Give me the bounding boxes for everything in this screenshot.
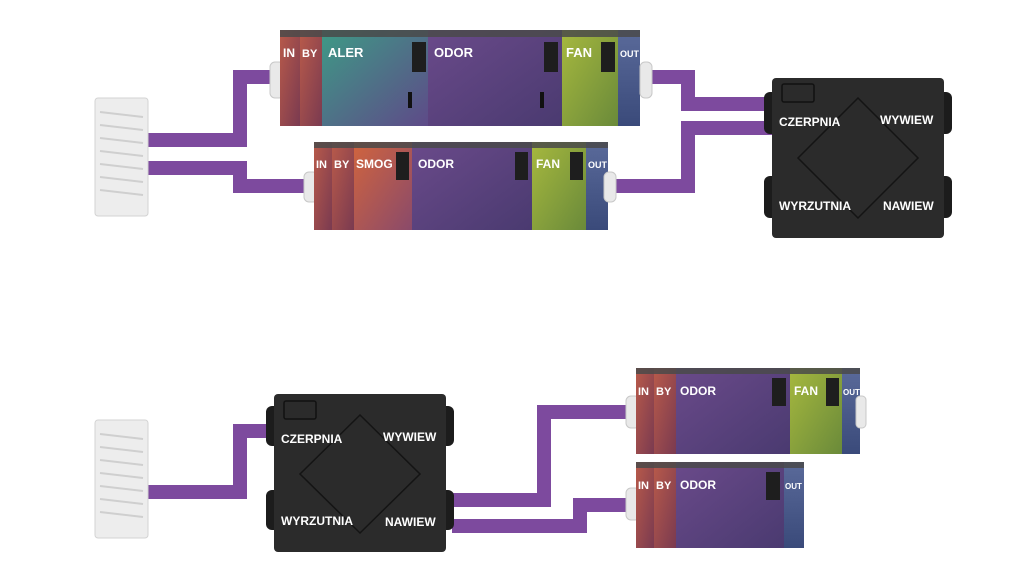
- nawiew-label: NAWIEW: [385, 515, 436, 529]
- module-by-label: BY: [302, 48, 318, 60]
- module-by: [654, 462, 676, 548]
- module-by-label: BY: [334, 159, 350, 171]
- module-aler: [322, 30, 428, 126]
- top-wall-grille: [94, 97, 149, 217]
- module-out: [784, 462, 804, 548]
- module-out-label: OUT: [620, 49, 640, 59]
- module-smog-label: SMOG: [356, 157, 393, 171]
- module-odor-label: ODOR: [680, 384, 716, 398]
- module-in: [314, 142, 332, 230]
- module-by: [332, 142, 354, 230]
- duct-grille-to-line-a: [148, 70, 284, 147]
- module-in: [636, 462, 654, 548]
- module-out: [618, 30, 640, 126]
- bottom-line-b: IN BY ODOR OUT: [625, 462, 804, 548]
- module-in: [636, 368, 654, 454]
- duct-line-b-to-czerpnia: [612, 121, 772, 193]
- module-odor-label: ODOR: [418, 157, 454, 171]
- module-odor-label: ODOR: [680, 478, 716, 492]
- top-line-a: IN BY ALER ODOR FAN OUT: [269, 30, 653, 126]
- top-recuperator: CZERPNIA WYWIEW WYRZUTNIA NAWIEW: [764, 78, 952, 238]
- nawiew-label: NAWIEW: [883, 199, 934, 213]
- bottom-recuperator: CZERPNIA WYWIEW WYRZUTNIA NAWIEW: [266, 394, 454, 552]
- duct-nawiew-to-line-a: [452, 405, 630, 507]
- duct-grille-to-line-b: [148, 161, 314, 193]
- module-by-label: BY: [656, 386, 672, 398]
- module-out-label: OUT: [785, 482, 802, 491]
- top-ducts: [148, 70, 772, 193]
- module-aler-label: ALER: [328, 45, 364, 60]
- module-in-label: IN: [638, 386, 649, 398]
- module-odor: [428, 30, 562, 126]
- module-fan-label: FAN: [536, 157, 560, 171]
- module-by-label: BY: [656, 480, 672, 492]
- duct-grille-to-czerpnia: [148, 424, 270, 499]
- czerpnia-label: CZERPNIA: [281, 432, 343, 446]
- czerpnia-label: CZERPNIA: [779, 115, 841, 129]
- module-odor-label: ODOR: [434, 45, 474, 60]
- wyrzutnia-label: WYRZUTNIA: [281, 514, 353, 528]
- module-in-label: IN: [283, 46, 295, 60]
- duct-line-a-to-czerpnia: [648, 70, 772, 111]
- module-fan-label: FAN: [566, 45, 592, 60]
- module-in-label: IN: [638, 480, 649, 492]
- wywiew-label: WYWIEW: [880, 113, 934, 127]
- module-out-label: OUT: [843, 388, 860, 397]
- bottom-ducts: [148, 405, 630, 533]
- module-odor: [676, 368, 790, 454]
- module-in-label: IN: [316, 159, 327, 171]
- bottom-wall-grille: [94, 419, 149, 539]
- module-out-label: OUT: [588, 160, 608, 170]
- module-by: [300, 30, 322, 126]
- wyrzutnia-label: WYRZUTNIA: [779, 199, 851, 213]
- wywiew-label: WYWIEW: [383, 430, 437, 444]
- top-line-b: IN BY SMOG ODOR FAN OUT: [303, 142, 617, 230]
- module-odor: [412, 142, 532, 230]
- module-in: [280, 30, 300, 126]
- module-out: [586, 142, 608, 230]
- module-by: [654, 368, 676, 454]
- module-fan-label: FAN: [794, 384, 818, 398]
- bottom-line-a: IN BY ODOR FAN OUT: [625, 368, 867, 454]
- duct-nawiew-to-line-b: [452, 498, 630, 533]
- module-out: [842, 368, 860, 454]
